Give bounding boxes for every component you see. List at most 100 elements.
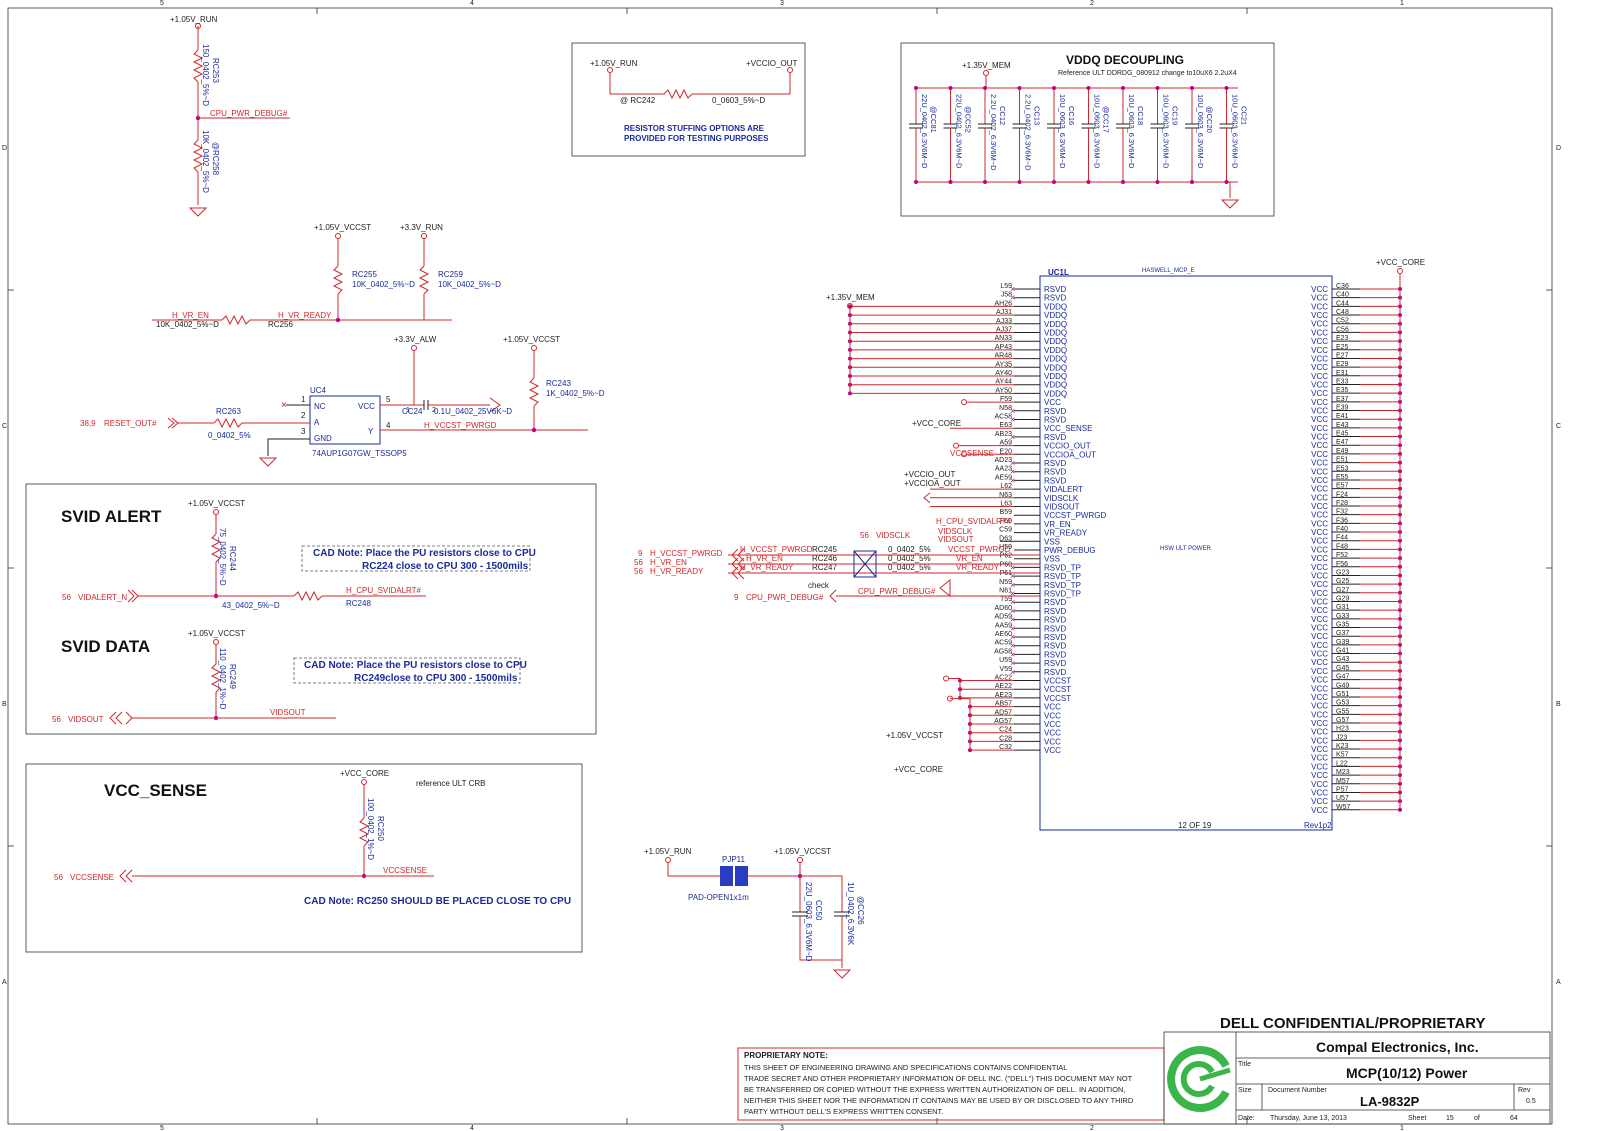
cap-value: 2.2U_0402_6.3V6M~D (989, 94, 998, 171)
pin-name: VDDQ (1044, 381, 1067, 390)
net-label: VCCSENSE (950, 449, 994, 458)
pin-name: RSVD_TP (1044, 563, 1081, 572)
pin-number: AP43 (995, 344, 1012, 351)
pin-name: VCC (1311, 589, 1328, 598)
sheet-number: 15 (1446, 1115, 1454, 1122)
no-connect-icon: × (281, 400, 287, 411)
rail-label: +1.05V_VCCST (774, 847, 831, 856)
note-line: RESISTOR STUFFING OPTIONS ARE (624, 124, 765, 133)
pin-number: AE60 (995, 631, 1012, 638)
svg-text:1: 1 (406, 407, 410, 414)
resistor-ref: @ RC242 (620, 96, 656, 105)
pin-name: VCC (1311, 302, 1328, 311)
ic-ref: UC4 (310, 386, 327, 395)
pin-name: VCC (1311, 624, 1328, 633)
pin-number: G25 (1336, 578, 1349, 585)
grid-row-label: C (1556, 423, 1561, 430)
resistor-ref: @RC258 (211, 142, 220, 176)
grid-row-label: A (2, 979, 7, 986)
cap-value: 22U_0603_6.3V6M~D (804, 882, 813, 962)
pin-number: C56 (1336, 326, 1349, 333)
jumper-part: PAD-OPEN1x1m (688, 893, 749, 902)
pin-name: VCC (1311, 788, 1328, 797)
ic-body (1039, 275, 1333, 831)
sheet-ref: 56 (54, 873, 63, 882)
pin-number: G47 (1336, 674, 1349, 681)
net-label: H_VR_EN (746, 554, 783, 563)
field-label: Date: (1238, 1115, 1255, 1122)
pin-number: F60 (1000, 518, 1012, 525)
ground-icon (258, 457, 278, 467)
rail-label: +VCC_CORE (1376, 258, 1425, 267)
pin-name: VCC (1311, 571, 1328, 580)
sheet-total: 64 (1510, 1115, 1518, 1122)
pin-number: T59 (1000, 596, 1012, 603)
pin-name: VDDQ (1044, 389, 1067, 398)
pin-number: V59 (1000, 666, 1013, 673)
pin-name: RSVD (1044, 633, 1066, 642)
pin-name: VCC (1044, 746, 1061, 755)
field-label: Rev (1518, 1087, 1531, 1094)
no-connect-icon: × (1010, 667, 1015, 677)
rail-label: +1.05V_RUN (170, 15, 218, 24)
pin-number: N61 (999, 588, 1012, 595)
pin-name: RSVD (1044, 407, 1066, 416)
no-connect-icon: × (1010, 562, 1015, 572)
cap-value: 10U_0603_6.3V6M~D (1058, 94, 1067, 169)
resistor-ref: RC256 (268, 320, 293, 329)
pin-name: VDDQ (1044, 337, 1067, 346)
pin-number: E20 (1000, 448, 1013, 455)
pin-number: AE59 (995, 474, 1012, 481)
pin-name: VDDQ (1044, 302, 1067, 311)
pin-name: VCC (1311, 780, 1328, 789)
pin-number: G49 (1336, 682, 1349, 689)
pin-name: RSVD (1044, 459, 1066, 468)
cpu-pwr-debug-pullup: +1.05V_RUN 150_0402_5%~D RC253 CPU_PWR_D… (170, 15, 290, 217)
pin-number: E43 (1336, 422, 1349, 429)
note-line: PROVIDED FOR TESTING PURPOSES (624, 134, 769, 143)
pin-number: AG57 (994, 718, 1012, 725)
resistor-ref: RC263 (216, 407, 241, 416)
pin-name: VCCST (1044, 694, 1071, 703)
cap-ref: CC21 (1240, 106, 1249, 125)
pin-number: G57 (1336, 717, 1349, 724)
pin-name: VCC (1311, 519, 1328, 528)
sheet-ref: 56 (860, 531, 869, 540)
svid-block: SVID ALERT +1.05V_VCCST 75_0402_5%~D RC2… (25, 483, 597, 735)
pin-name: RSVD (1044, 659, 1066, 668)
pin-name: VDDQ (1044, 311, 1067, 320)
sheet-ref: 56 (52, 715, 61, 724)
pin-name: VCCIOA_OUT (1044, 450, 1096, 459)
title-block: DELL CONFIDENTIAL/PROPRIETARY Compal Ele… (1163, 1015, 1551, 1125)
rail-label: +VCCIO_OUT (904, 470, 955, 479)
pin-number: F32 (1336, 509, 1348, 516)
pin-number: AY40 (995, 370, 1012, 377)
pin-name: VCC (1311, 502, 1328, 511)
pin-name: VCC (1044, 703, 1061, 712)
pin-name: VCC (1044, 729, 1061, 738)
pin-name: RSVD (1044, 650, 1066, 659)
cap-ref: @CC52 (964, 106, 973, 133)
pin-name: VDDQ (1044, 355, 1067, 364)
resistor-value: 100_0402_1%~D (366, 798, 375, 860)
net-label: VCCST_PWRGD (948, 545, 1010, 554)
note-line: THIS SHEET OF ENGINEERING DRAWING AND SP… (744, 1063, 1067, 1072)
cad-note: CAD Note: Place the PU resistors close t… (313, 548, 536, 559)
company-name: Compal Electronics, Inc. (1316, 1039, 1479, 1055)
resistor-value: 0_0402_5% (888, 554, 931, 563)
pin-name: VCC (1311, 285, 1328, 294)
net-label: RESET_OUT# (104, 419, 157, 428)
pin-number: E49 (1336, 448, 1349, 455)
pin-name: RSVD_TP (1044, 581, 1081, 590)
resistor-value: 10K_0402_5%~D (352, 280, 415, 289)
field-label: Sheet (1408, 1115, 1426, 1122)
rail-label: +3.3V_ALW (394, 335, 437, 344)
pin-name: VCC (1311, 493, 1328, 502)
pin-name: VCC (1311, 511, 1328, 520)
grid-col-label: 1 (1400, 1125, 1404, 1131)
annotation: check (808, 581, 830, 590)
net-label: H_CPU_SVIDALRT# (346, 586, 422, 595)
block-reference: Reference ULT DDRDG_080912 change to10uX… (1058, 70, 1237, 77)
resistor-ref: RC250 (376, 816, 385, 841)
pin-number: L63 (1000, 501, 1012, 508)
